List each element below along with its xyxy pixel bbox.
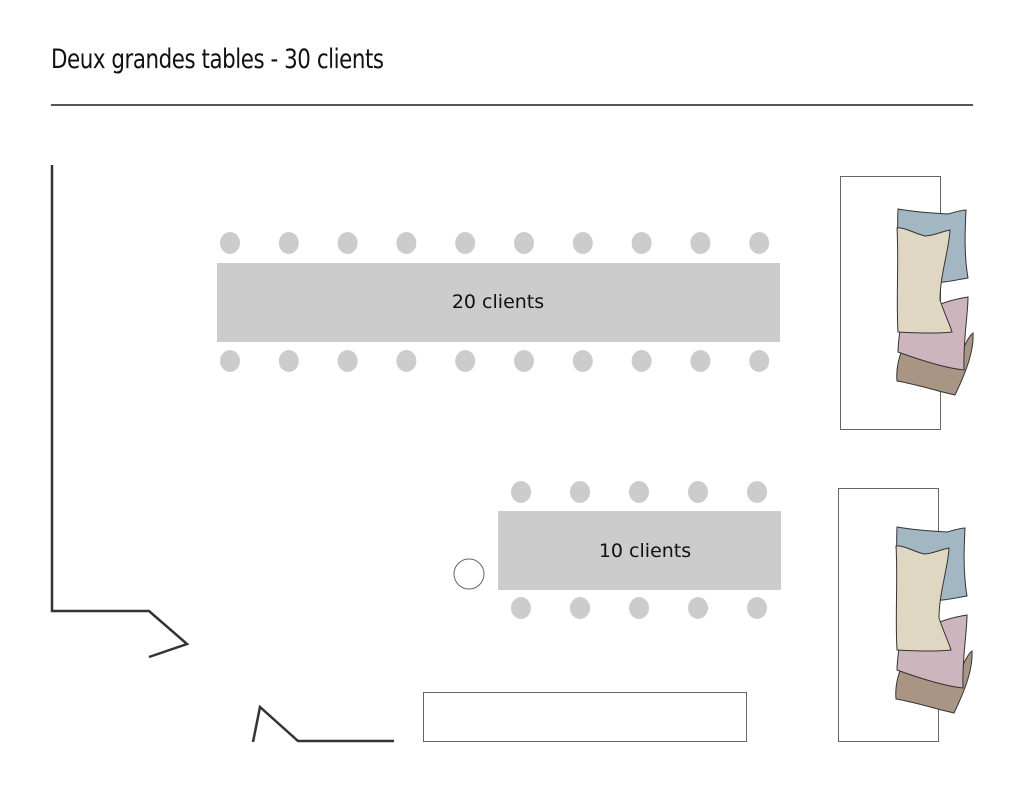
page-title: Deux grandes tables - 30 clients — [51, 44, 384, 75]
table-small-top-seat-3[interactable] — [629, 481, 649, 503]
bench-top[interactable] — [840, 176, 974, 430]
table-small-top-seat-2[interactable] — [570, 481, 590, 503]
table-large-top-seat-2[interactable] — [278, 232, 299, 254]
wall-bottom — [251, 704, 394, 743]
table-small-bottom-seat-4[interactable] — [688, 597, 708, 619]
table-small-top-seat-4[interactable] — [688, 481, 708, 503]
wall-left — [50, 165, 190, 659]
table-large-label: 20 clients — [452, 291, 544, 313]
pillow-cream — [896, 227, 953, 334]
table-small-bottom-seat-2[interactable] — [570, 597, 590, 619]
table-large-bottom-seat-5[interactable] — [455, 350, 476, 372]
table-large-bottom-seat-2[interactable] — [278, 350, 299, 372]
table-large-bottom-seat-10[interactable] — [749, 350, 770, 372]
table-small-surface[interactable] — [498, 511, 781, 590]
table-large-surface[interactable] — [217, 263, 780, 342]
table-large-top-seat-9[interactable] — [690, 232, 711, 254]
table-small-bottom-seat-1[interactable] — [511, 597, 531, 619]
table-large-bottom-seat-9[interactable] — [690, 350, 711, 372]
table-small-bottom-seat-3[interactable] — [629, 597, 649, 619]
table-large-top-seat-3[interactable] — [337, 232, 358, 254]
pillow-cream — [895, 545, 952, 652]
table-small-bottom-seat-5[interactable] — [747, 597, 767, 619]
table-large-top-seat-6[interactable] — [514, 232, 534, 254]
table-large-top-seat-4[interactable] — [396, 232, 417, 254]
table-large-bottom-seat-1[interactable] — [220, 350, 240, 372]
table-large-top-seat-8[interactable] — [631, 232, 652, 254]
table-small-label: 10 clients — [599, 540, 691, 562]
table-large-top-seat-1[interactable] — [220, 232, 240, 254]
table-large-bottom-seat-7[interactable] — [572, 350, 593, 372]
pillow-stack-top — [896, 208, 974, 396]
table-small-top-seat-5[interactable] — [747, 481, 767, 503]
table-small-top-seat-1[interactable] — [511, 481, 531, 503]
bench-bottom[interactable] — [838, 488, 973, 742]
pillow-stack-bottom — [895, 526, 973, 714]
table-large-top-seat-10[interactable] — [749, 232, 770, 254]
table-large[interactable]: 20 clients — [217, 232, 780, 372]
table-large-bottom-seat-6[interactable] — [514, 350, 534, 372]
empty-seat[interactable] — [453, 558, 485, 590]
side-console[interactable] — [423, 692, 747, 742]
title-divider — [51, 104, 973, 106]
table-large-bottom-seat-4[interactable] — [396, 350, 417, 372]
table-large-bottom-seat-3[interactable] — [337, 350, 358, 372]
table-small[interactable]: 10 clients — [498, 481, 781, 619]
table-large-top-seat-5[interactable] — [455, 232, 476, 254]
table-large-top-seat-7[interactable] — [572, 232, 593, 254]
table-large-bottom-seat-8[interactable] — [631, 350, 652, 372]
